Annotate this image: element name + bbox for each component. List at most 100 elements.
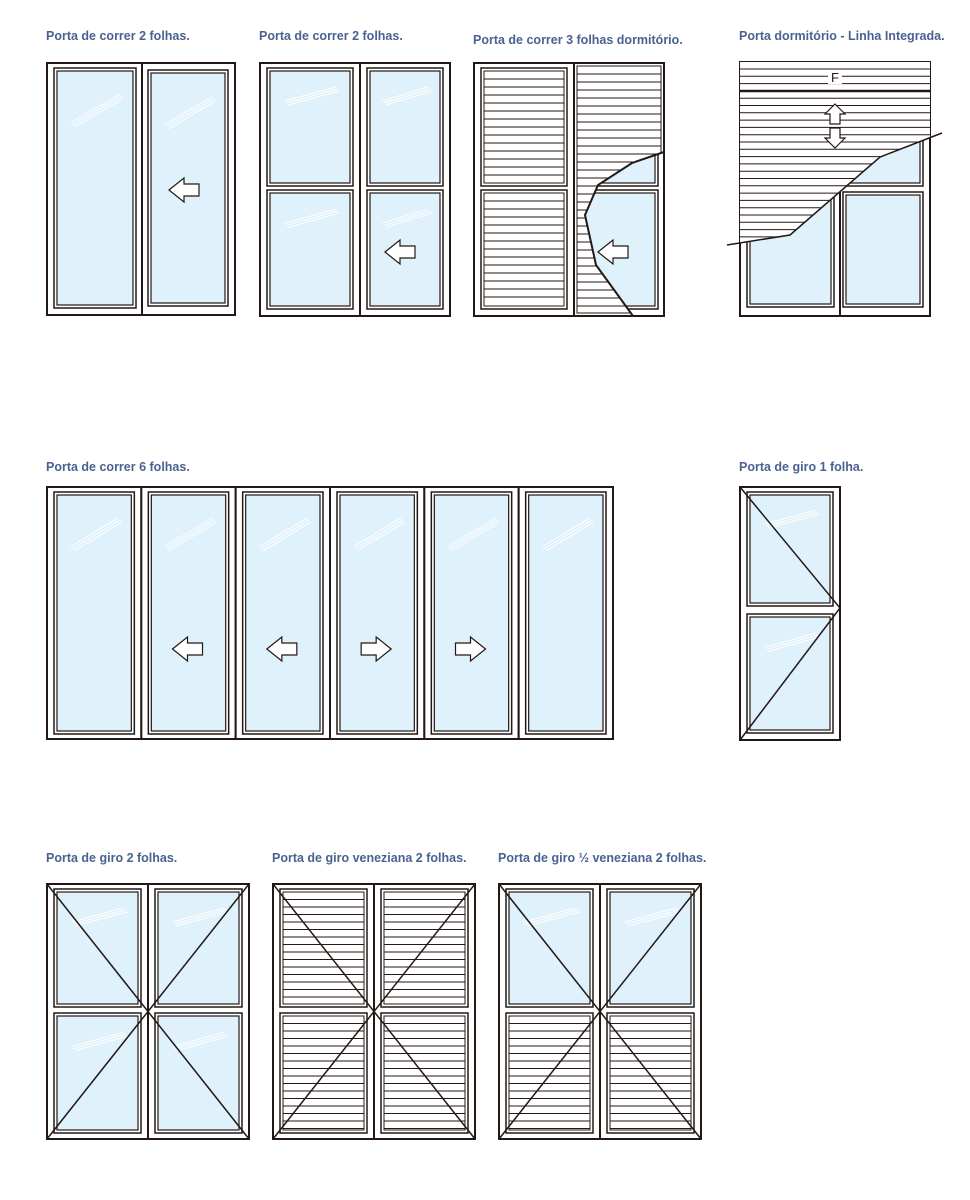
glass-pane: [336, 491, 419, 735]
door-drawings: [46, 61, 943, 1140]
door-correr-2b: [259, 62, 451, 317]
louver-inner: [508, 1015, 591, 1131]
glare-line: [764, 632, 816, 648]
door-giro-1: [739, 486, 841, 741]
glare-line: [541, 517, 591, 548]
glare-line: [451, 521, 500, 552]
glare-line: [384, 210, 430, 226]
glare-line: [288, 90, 340, 106]
glare-line: [73, 909, 126, 925]
glare-line: [525, 909, 578, 925]
glare-line: [167, 100, 217, 130]
door-title: Porta dormitório - Linha Integrada.: [739, 29, 945, 43]
glare-line: [73, 1033, 126, 1050]
glare-line: [166, 519, 215, 550]
glare-line: [286, 210, 338, 226]
door-title: Porta de correr 3 folhas dormitório.: [473, 33, 683, 47]
glare-line: [165, 98, 215, 128]
glare-line: [163, 96, 213, 126]
arrow-left-icon: [168, 176, 200, 204]
glare-line: [71, 1031, 124, 1048]
glare-line: [628, 911, 681, 927]
glass-pane: [842, 191, 924, 308]
glare-line: [527, 911, 580, 927]
arrow-left-icon: [265, 635, 298, 663]
arrow-up-icon: [823, 103, 847, 125]
glare-line: [626, 909, 679, 925]
glare-line: [75, 1035, 128, 1052]
glare-line: [352, 517, 402, 548]
glare-line: [768, 513, 820, 529]
door-title: Porta de giro veneziana 2 folhas.: [272, 851, 467, 865]
glass: [245, 494, 321, 732]
arrow-right-icon: [454, 635, 487, 663]
glass: [845, 194, 921, 305]
glare-line: [174, 1033, 227, 1050]
door-giro-meia-veneziana-2: [498, 883, 702, 1140]
louver-panel: [480, 189, 568, 310]
louver-inner: [383, 1015, 466, 1131]
glare-line: [768, 636, 820, 652]
glare-line: [286, 88, 338, 104]
glare-line: [386, 212, 432, 228]
door-title: Porta de correr 6 folhas.: [46, 460, 190, 474]
glass-pane: [430, 491, 513, 735]
louver-panel: [380, 1012, 469, 1134]
louver-panel: [279, 888, 368, 1008]
glare-line: [382, 208, 428, 224]
glass: [269, 70, 351, 184]
swing-lines: [739, 486, 841, 741]
arrow-left-icon: [384, 238, 416, 266]
glare-line: [356, 521, 406, 552]
glare-line: [260, 519, 310, 550]
glass: [56, 70, 134, 306]
glare-line: [354, 519, 404, 550]
glare-line: [73, 521, 123, 552]
glare-line: [523, 907, 576, 923]
door-giro-veneziana-2: [272, 883, 476, 1140]
door-title: Porta de correr 2 folhas.: [46, 29, 190, 43]
swing-line: [498, 883, 702, 1140]
louver-panel: [606, 1012, 695, 1134]
glare-line: [288, 212, 340, 228]
glass-pane: [147, 491, 230, 735]
glare-line: [284, 86, 336, 102]
glare-line: [72, 95, 122, 126]
glare-line: [766, 511, 818, 527]
louver-panel: [480, 67, 568, 187]
glare-line: [168, 521, 217, 552]
arrow-down-icon: [823, 127, 847, 149]
glass-pane: [746, 491, 834, 607]
arrow-left-icon: [171, 635, 204, 663]
glare-line: [174, 909, 227, 925]
glare-line: [543, 519, 593, 550]
glass: [56, 494, 132, 732]
glare-line: [176, 911, 229, 927]
glare-line: [172, 907, 225, 923]
cut-line: [583, 151, 665, 317]
glare-line: [545, 521, 595, 552]
door-giro-2: [46, 883, 250, 1140]
glare-line: [71, 519, 121, 550]
glare-line: [258, 517, 308, 548]
door-title: Porta de correr 2 folhas.: [259, 29, 403, 43]
door-correr-3-dorm: [473, 62, 665, 317]
glass-pane: [53, 67, 137, 309]
louver-panel: [505, 1012, 594, 1134]
glare-line: [766, 634, 818, 650]
glare-line: [74, 97, 124, 128]
glass-pane: [366, 67, 444, 187]
glass-pane: [53, 491, 136, 735]
glass: [157, 1015, 240, 1131]
glass-pane: [524, 491, 607, 735]
glass: [528, 494, 604, 732]
glass-pane: [53, 1012, 142, 1134]
label-bg: [828, 70, 842, 84]
glass: [369, 70, 441, 184]
glass-pane: [266, 189, 354, 310]
glass-pane: [53, 888, 142, 1008]
glare-line: [172, 1031, 225, 1048]
glass: [269, 192, 351, 307]
arrow-right-icon: [360, 635, 393, 663]
louver-inner: [609, 1015, 692, 1131]
